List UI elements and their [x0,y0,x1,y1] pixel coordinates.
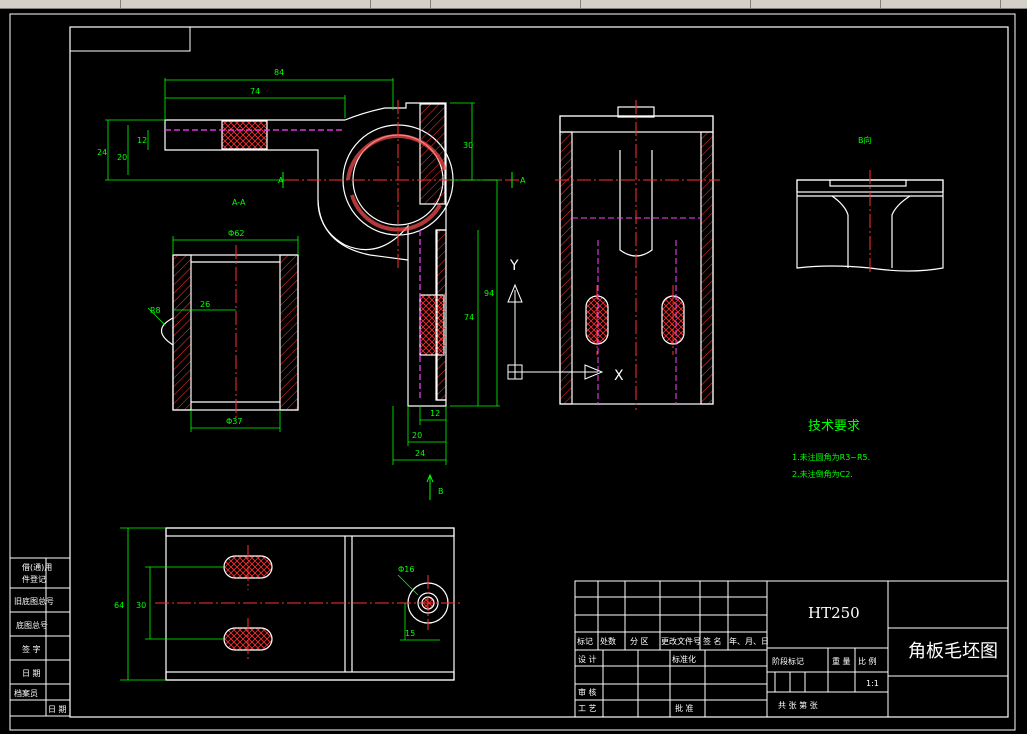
title-block-cell: 工 艺 [578,704,597,713]
view-b-title: B向 [858,135,872,145]
dimension-label: 94 [484,289,494,298]
title-block-cell: 重 量 [832,656,851,666]
tech-req-title: 技术要求 [808,419,860,434]
title-block [574,580,1009,718]
toolbar-segment[interactable] [120,0,371,8]
title-block-header: 签 名 [703,636,722,646]
center-lines-front [285,100,520,270]
drawing-name: 角板毛坯图 [908,641,998,662]
ucs-axis-icon [507,283,604,380]
toolbar-segment[interactable] [370,0,431,8]
dimension-label: 24 [415,449,425,458]
axis-y-label: Y [509,258,519,274]
toolbar-segment[interactable] [750,0,881,8]
title-block-cell: 设 计 [578,654,597,664]
front-view[interactable] [164,102,454,407]
toolbar-segment[interactable] [880,0,1001,8]
dimension-label: 64 [114,601,124,610]
tech-req-line: 1.未注圆角为R3~R5. [792,452,870,462]
title-block-cell: 标准化 [672,654,696,664]
title-block-cell: 共 张 第 张 [778,700,818,710]
title-block-header: 处数 [600,636,616,646]
cad-drawing-canvas[interactable]: 借(通)用 件登记 旧底图总号 底图总号 签 字 日 期 档案员 日 期 [0,8,1027,734]
side-table-cell: 旧底图总号 [14,596,54,606]
title-block-header: 分 区 [630,637,649,646]
dimension-lines-section [147,236,299,432]
side-table-cell: 日 期 [22,669,41,678]
side-table-cell: 签 字 [22,644,41,654]
title-block-header: 年、月、日 [729,636,769,646]
dimension-label: 30 [136,601,146,610]
dimension-label: 15 [405,629,415,638]
dimension-label: Φ16 [398,565,414,574]
title-block-cell: 阶段标记 [772,656,804,666]
dimension-lines-top [120,527,440,681]
dimension-label: 20 [412,431,422,440]
side-table-cell: 件登记 [22,574,46,584]
title-block-header: 标记 [577,636,593,646]
dimension-label: 26 [200,300,210,309]
outer-border [9,13,1016,731]
section-arrow-label: A [278,176,284,185]
section-aa-view[interactable] [160,254,299,411]
technical-requirements: 技术要求 1.未注圆角为R3~R5. 2.未注倒角为C2. [792,419,870,479]
toolbar-segment[interactable] [430,0,581,8]
side-view[interactable] [559,106,714,405]
side-table-cell: 底图总号 [16,620,48,630]
dimension-lines-front [105,78,500,465]
dimension-label: Φ62 [228,229,244,238]
tech-req-line: 2.未注倒角为C2. [792,469,853,479]
inner-border [69,26,1009,718]
dimension-label: 24 [97,148,107,157]
dimension-label: 20 [117,153,127,162]
center-lines-side [555,100,720,410]
axis-x-label: X [614,368,624,384]
title-block-cell: 审 核 [578,687,597,697]
toolbar-segment[interactable] [0,0,121,8]
scale-value: 1:1 [866,679,879,688]
center-lines-top [155,545,460,660]
dimension-label: 12 [137,136,147,145]
section-title: A-A [232,198,246,207]
side-table-cell: 日 期 [48,705,67,714]
view-arrow-label: B [438,487,444,496]
dimension-label: 84 [274,68,284,77]
top-view[interactable] [165,527,455,681]
section-arrows [282,172,513,500]
side-table-cell: 档案员 [14,688,38,698]
toolbar-segment[interactable] [580,0,751,8]
corner-box [69,26,191,52]
dimension-label: 30 [463,141,473,150]
dimension-label: Φ37 [226,417,242,426]
title-block-header: 更改文件号 [661,636,701,646]
side-table-cell: 借(通)用 [22,562,52,572]
material-label: HT250 [808,604,860,622]
section-arrow-label: A [520,176,526,185]
title-block-cell: 比 例 [858,656,877,666]
dimension-label: 74 [250,87,260,96]
side-record-table [9,557,71,717]
dimension-label: R8 [150,306,161,315]
dimension-label: 12 [430,409,440,418]
toolbar-strip [0,0,1027,9]
dimension-label: 74 [464,313,474,322]
title-block-cell: 批 准 [675,703,694,713]
